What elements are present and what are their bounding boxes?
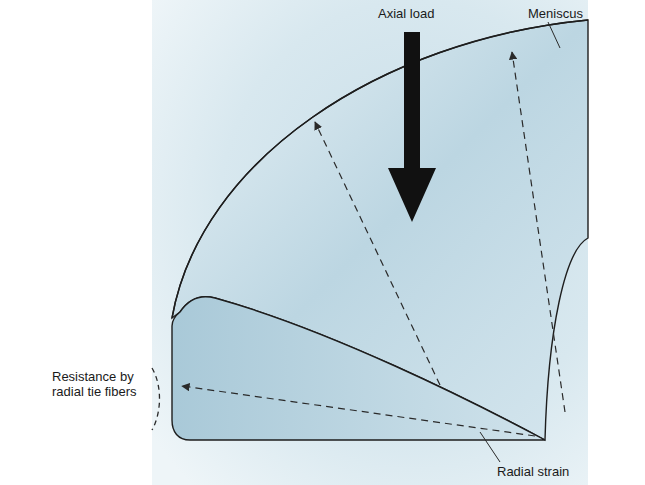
outer-edge bbox=[172, 20, 588, 318]
leader-line bbox=[480, 432, 500, 462]
strain-label: Radial strain bbox=[497, 464, 569, 479]
resistance-bracket bbox=[152, 368, 160, 430]
part-label: Meniscus bbox=[528, 6, 583, 21]
load-arrow bbox=[388, 32, 436, 222]
strain-arrow bbox=[182, 386, 535, 436]
fiber-label: Resistance by radial tie fibers bbox=[52, 369, 152, 399]
load-label: Axial load bbox=[378, 6, 434, 21]
background-shade bbox=[152, 0, 588, 485]
meniscus-body bbox=[172, 20, 588, 440]
cross-section bbox=[172, 297, 545, 440]
strain-arrow bbox=[315, 122, 440, 385]
leader-line bbox=[548, 22, 560, 48]
strain-arrow bbox=[512, 52, 565, 412]
